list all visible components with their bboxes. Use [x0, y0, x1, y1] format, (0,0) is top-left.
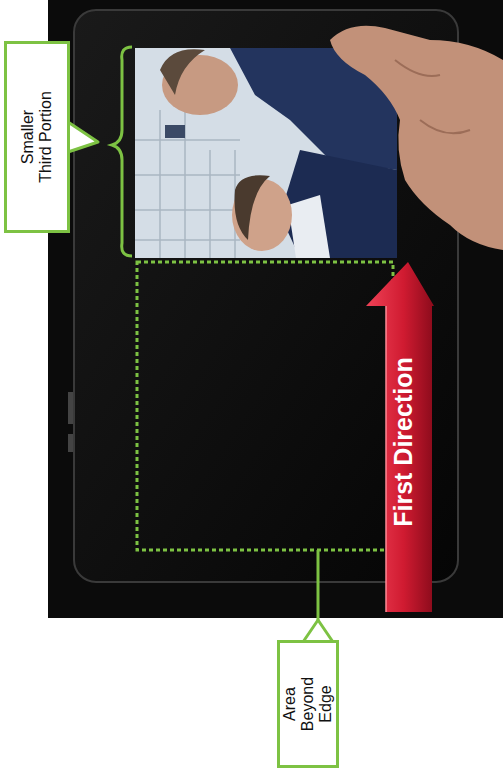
hand-crease — [395, 60, 440, 76]
brick-wall — [135, 110, 240, 258]
curly-bracket — [112, 47, 132, 256]
tablet-button — [68, 392, 73, 424]
tablet-button — [68, 434, 73, 452]
video-frame — [135, 48, 397, 258]
sign — [165, 125, 185, 138]
arrow-highlight — [385, 306, 387, 612]
callout-pointer — [68, 122, 98, 152]
hand — [330, 26, 503, 250]
callout-box: Smaller Third Portion — [4, 41, 70, 233]
hair — [235, 175, 270, 240]
callout-box: Area Beyond Edge — [277, 640, 339, 768]
direction-arrow: First Direction — [366, 262, 434, 612]
dotted-area — [137, 262, 393, 550]
callout-pointer — [303, 620, 333, 642]
hand-crease — [420, 120, 470, 133]
arrow-body — [366, 262, 434, 612]
video-background — [135, 48, 397, 258]
shirt — [288, 195, 330, 258]
arrow-label: First Direction — [383, 357, 418, 526]
hair — [160, 49, 205, 95]
photo-background — [48, 0, 503, 618]
suit — [280, 150, 397, 258]
callout-label: Area Beyond Edge — [281, 673, 335, 735]
callout-label: Smaller Third Portion — [19, 90, 55, 184]
